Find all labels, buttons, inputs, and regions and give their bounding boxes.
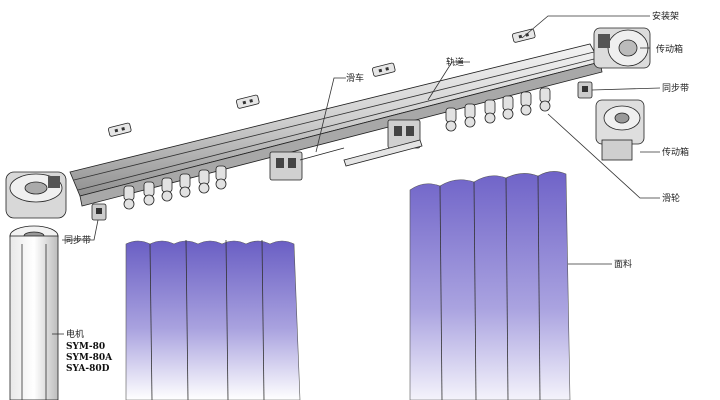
track-rail	[69, 43, 603, 207]
label-sync-belt-left: 同步带	[64, 235, 91, 246]
motor	[9, 225, 59, 400]
label-drive-box-top: 传动箱	[656, 43, 683, 55]
pulleys-right	[445, 87, 551, 132]
label-model-3: SYA-80D	[66, 364, 110, 374]
label-pulley: 滑轮	[662, 192, 680, 204]
label-carriage: 滑车	[346, 72, 364, 84]
fabric-right	[409, 171, 571, 400]
pulleys-left	[123, 165, 227, 210]
drive-box-mid	[595, 99, 645, 161]
drive-box-top	[593, 27, 651, 69]
mounting-brackets	[108, 28, 536, 137]
sync-belt-left-part	[91, 203, 107, 221]
label-motor: 电机	[66, 328, 84, 340]
fabric-left	[125, 239, 301, 400]
drive-box-left	[5, 171, 67, 219]
label-model-1: SYM-80	[66, 342, 105, 352]
leader-lines	[52, 15, 661, 335]
sync-belt-right-part	[577, 81, 593, 99]
carriage-right	[343, 119, 423, 167]
label-sync-belt-right: 同步带	[662, 83, 689, 94]
label-mounting-bracket: 安装架	[652, 10, 679, 22]
label-model-2: SYM-80A	[66, 353, 113, 363]
label-track: 轨道	[446, 56, 464, 68]
carriage-left	[269, 147, 345, 181]
label-drive-box-mid: 传动箱	[662, 146, 689, 158]
label-fabric: 面料	[614, 258, 632, 270]
